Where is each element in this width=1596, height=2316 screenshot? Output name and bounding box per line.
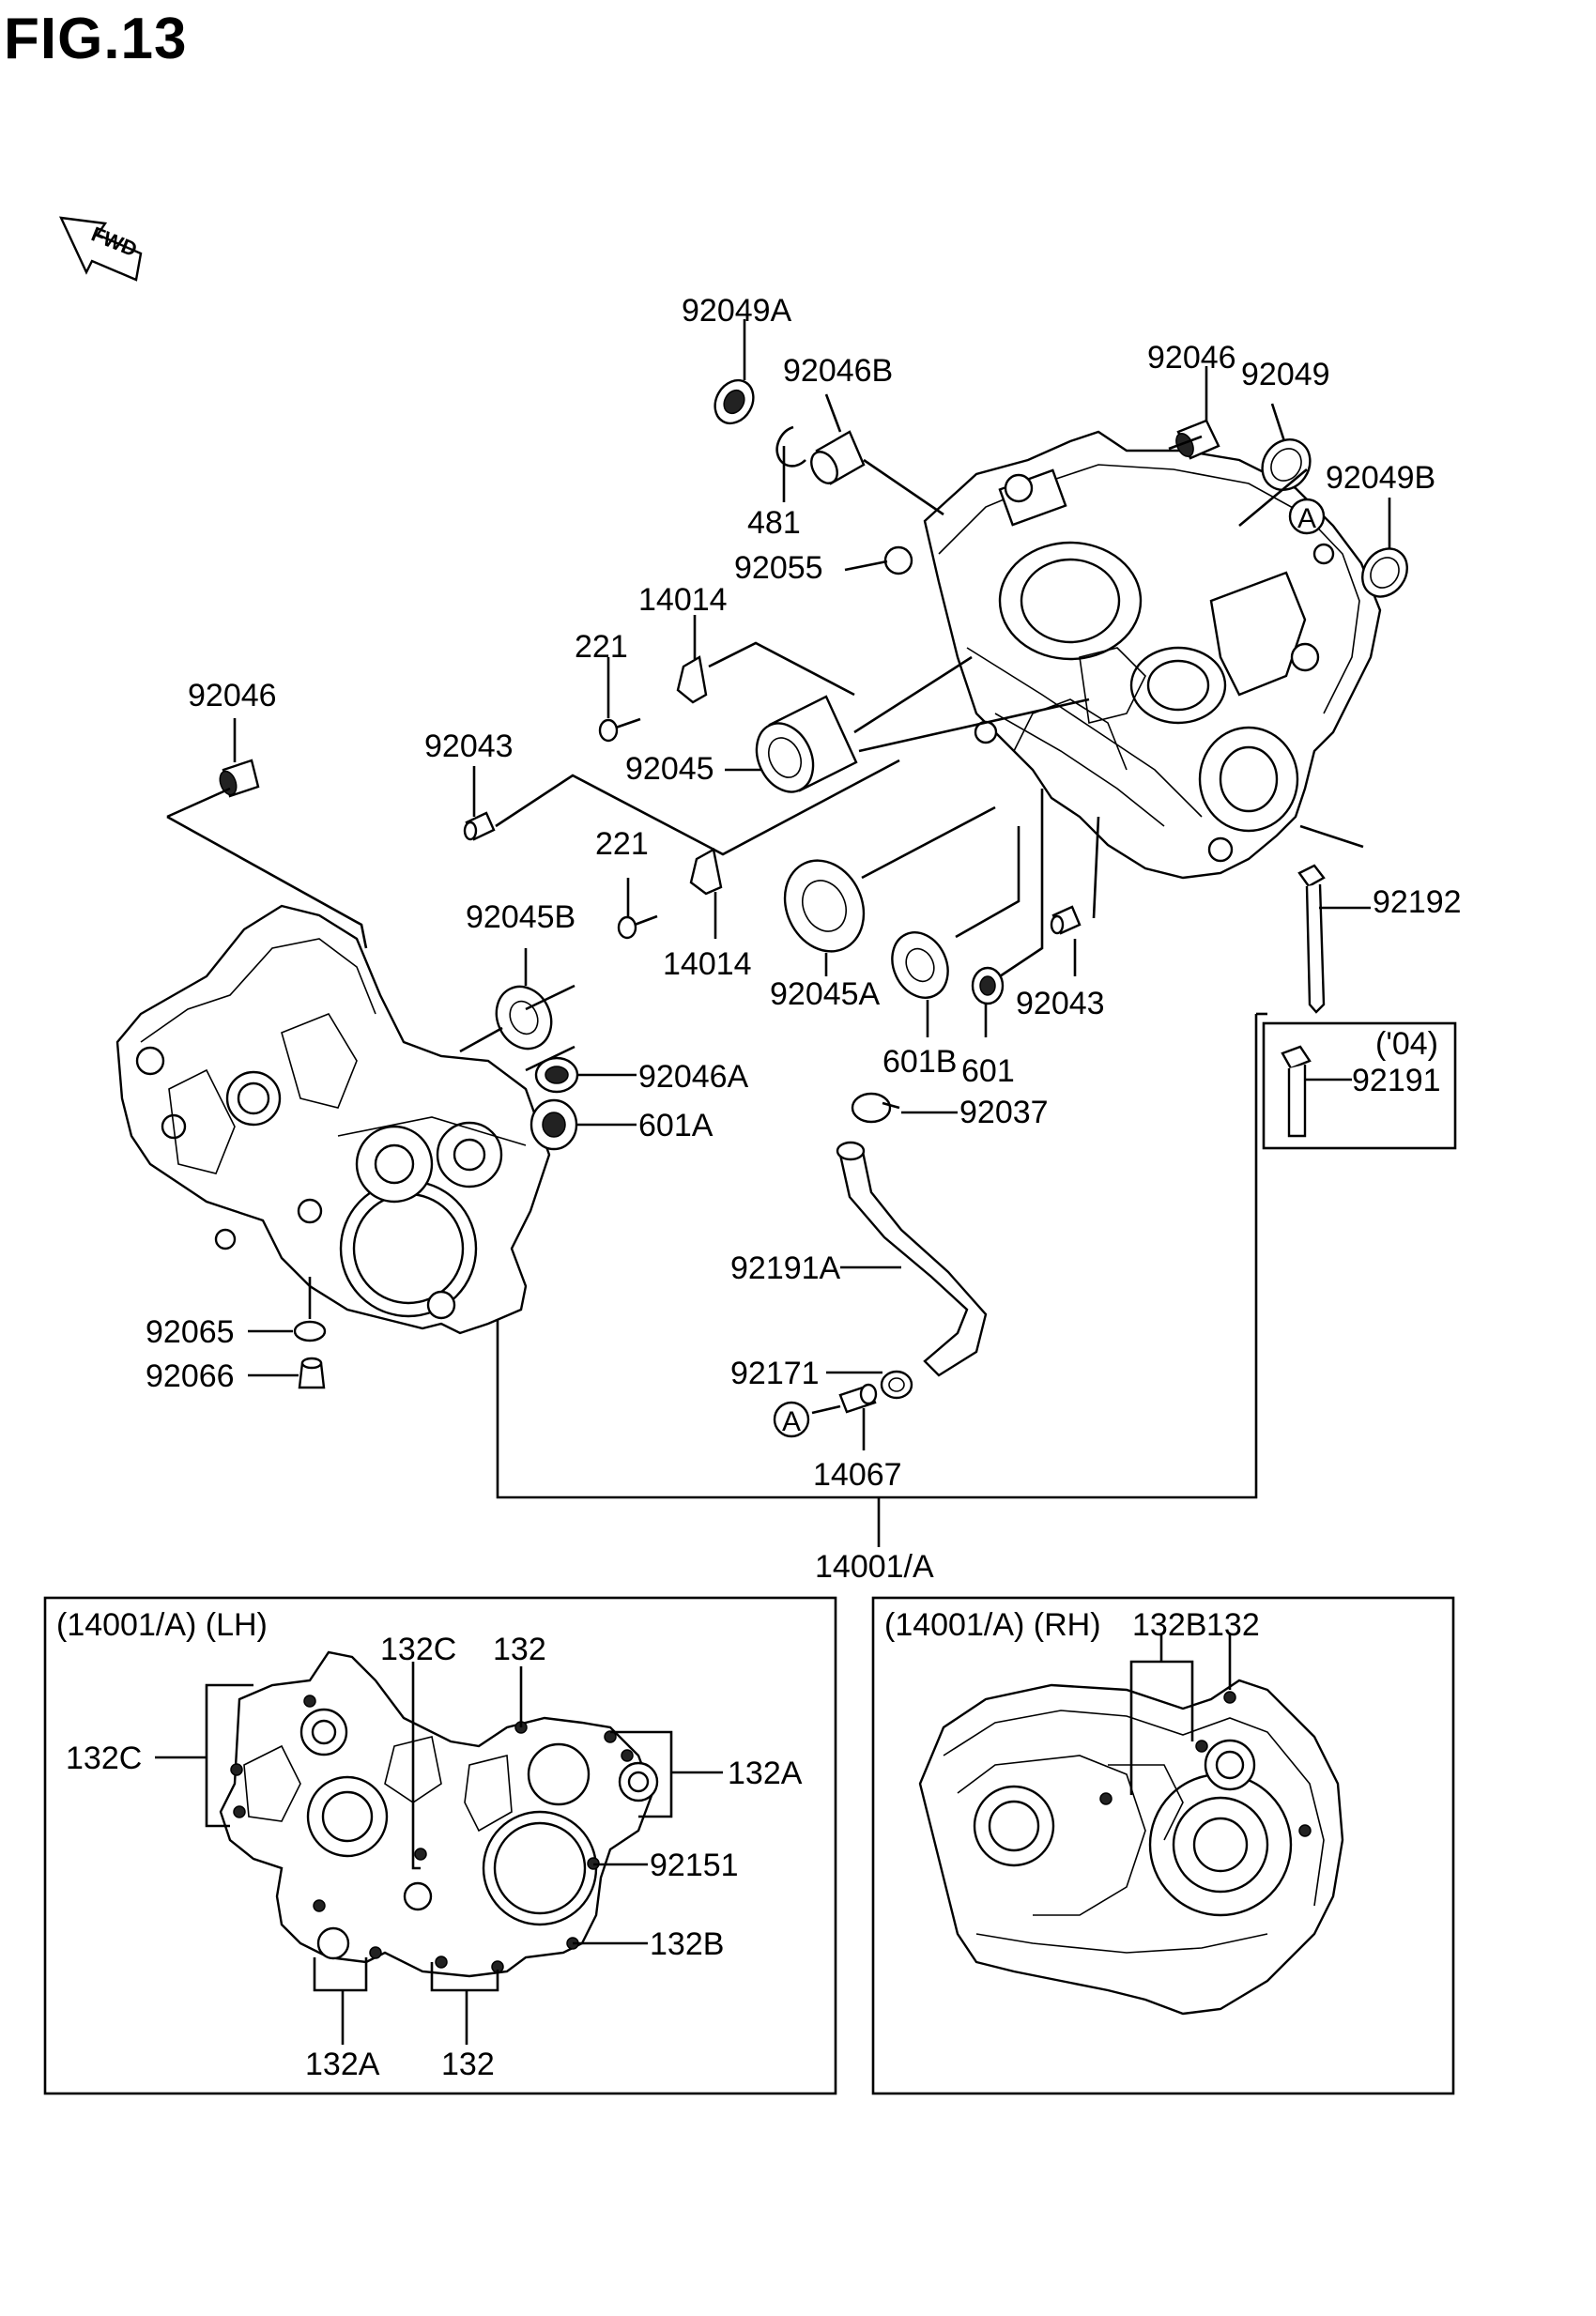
callout-221-top: 221 <box>575 629 628 665</box>
callout-92045: 92045 <box>625 751 714 787</box>
callout-92045A: 92045A <box>770 976 881 1012</box>
rh-panel-title: (14001/A) (RH) <box>884 1607 1101 1643</box>
dowel-92043-right-drawing <box>1050 905 1082 935</box>
lh-label-132-bottom: 132 <box>441 2047 495 2082</box>
bearing-92046-top-drawing <box>1175 419 1220 460</box>
lh-label-132C-left: 132C <box>66 1741 142 1776</box>
callout-92049A: 92049A <box>682 293 792 329</box>
bearing-92045-drawing <box>755 695 858 793</box>
ref-marker-a-top: A <box>1288 498 1326 535</box>
bearing-601B-drawing <box>891 931 949 999</box>
callout-14014-bottom: 14014 <box>663 946 752 982</box>
bearing-92046-left-drawing <box>219 759 260 798</box>
variant-box <box>1262 1021 1457 1150</box>
lh-label-132-top: 132 <box>493 1632 546 1667</box>
bearing-601-drawing <box>971 966 1005 1005</box>
pipe-14067-drawing <box>838 1383 878 1414</box>
callout-601: 601 <box>961 1053 1015 1089</box>
callout-221-bottom: 221 <box>595 826 649 862</box>
rh-label-132B: 132B <box>1132 1607 1206 1643</box>
rh-label-132: 132 <box>1206 1607 1260 1643</box>
callout-14001A: 14001/A <box>815 1549 934 1585</box>
bearing-92045A-drawing <box>783 859 866 953</box>
callout-92046-left: 92046 <box>188 678 277 713</box>
variant-year: ('04) <box>1375 1026 1438 1062</box>
seal-92049A-drawing <box>714 378 755 425</box>
o-ring-92055-drawing <box>883 545 913 575</box>
callout-92043-right: 92043 <box>1016 986 1105 1021</box>
callout-92055: 92055 <box>734 550 823 586</box>
lh-panel-leaders <box>155 1662 723 2045</box>
leader-lines <box>166 319 1391 1547</box>
dipstick-92191-drawing <box>1281 1045 1312 1138</box>
ref-marker-a-bottom-label: A <box>782 1406 801 1437</box>
variant-part: 92191 <box>1352 1063 1441 1098</box>
figure-title: FIG.13 <box>4 7 188 71</box>
plug-92066-drawing <box>298 1357 326 1389</box>
callout-92037: 92037 <box>959 1095 1049 1130</box>
lh-panel-title: (14001/A) (LH) <box>56 1607 268 1643</box>
left-crankcase-drawing <box>115 904 551 1335</box>
screw-221-top-drawing <box>598 717 641 743</box>
dowel-92043-left-drawing <box>463 811 496 841</box>
lh-label-92151: 92151 <box>650 1848 739 1883</box>
lh-label-132A-right: 132A <box>728 1756 803 1791</box>
callout-labels: 92049A 92046B 481 92055 92046 92049 9204… <box>146 293 1462 1585</box>
callout-92049: 92049 <box>1241 357 1330 392</box>
dipstick-92192-drawing <box>1297 864 1326 1014</box>
callout-92045B: 92045B <box>466 899 575 935</box>
callout-92191A: 92191A <box>730 1250 841 1286</box>
clamp-92037-drawing <box>851 1092 900 1124</box>
lh-crankcase-drawing <box>219 1650 659 1978</box>
callout-14067: 14067 <box>813 1457 902 1493</box>
forward-arrow-icon: FWD <box>58 216 143 282</box>
rh-crankcase-drawing <box>918 1679 1344 2016</box>
lh-panel-frame <box>43 1596 837 2095</box>
callout-92066: 92066 <box>146 1358 235 1394</box>
callout-92192: 92192 <box>1373 884 1462 920</box>
stopper-14014-bottom-drawing <box>689 848 723 896</box>
rh-panel-leaders <box>1129 1633 1232 1795</box>
seal-92049B-drawing <box>1361 547 1408 598</box>
callout-92171: 92171 <box>730 1356 820 1391</box>
callout-601A: 601A <box>638 1108 714 1143</box>
rh-panel-frame <box>871 1596 1455 2095</box>
ref-marker-a-bottom: A <box>773 1401 810 1438</box>
right-crankcase-drawing <box>923 430 1382 880</box>
callout-14014-top: 14014 <box>638 582 728 618</box>
lh-label-132A-bottom: 132A <box>305 2047 380 2082</box>
lh-label-132C-top: 132C <box>380 1632 456 1667</box>
callout-92046B: 92046B <box>783 353 893 389</box>
callout-92065: 92065 <box>146 1314 235 1350</box>
washer-92065-drawing <box>293 1320 327 1342</box>
bearing-92046A-drawing <box>534 1056 579 1094</box>
lh-label-132B: 132B <box>650 1926 724 1962</box>
callout-92043-left: 92043 <box>424 729 514 764</box>
bearing-601A-drawing <box>529 1098 578 1151</box>
circlip-481-drawing <box>775 425 806 468</box>
callout-92046A: 92046A <box>638 1059 749 1095</box>
ref-marker-a-top-label: A <box>1297 503 1316 534</box>
bearing-92045B-drawing <box>495 985 553 1051</box>
clamp-92171-drawing <box>880 1370 913 1400</box>
callout-92046-top: 92046 <box>1147 340 1236 376</box>
hose-92191A-drawing <box>836 1141 988 1377</box>
screw-221-bottom-drawing <box>617 914 658 940</box>
bearing-92046B-drawing <box>810 430 866 485</box>
stopper-14014-top-drawing <box>676 655 708 704</box>
callout-92049B: 92049B <box>1326 460 1435 496</box>
callout-601B: 601B <box>882 1044 957 1080</box>
callout-481: 481 <box>747 505 801 541</box>
